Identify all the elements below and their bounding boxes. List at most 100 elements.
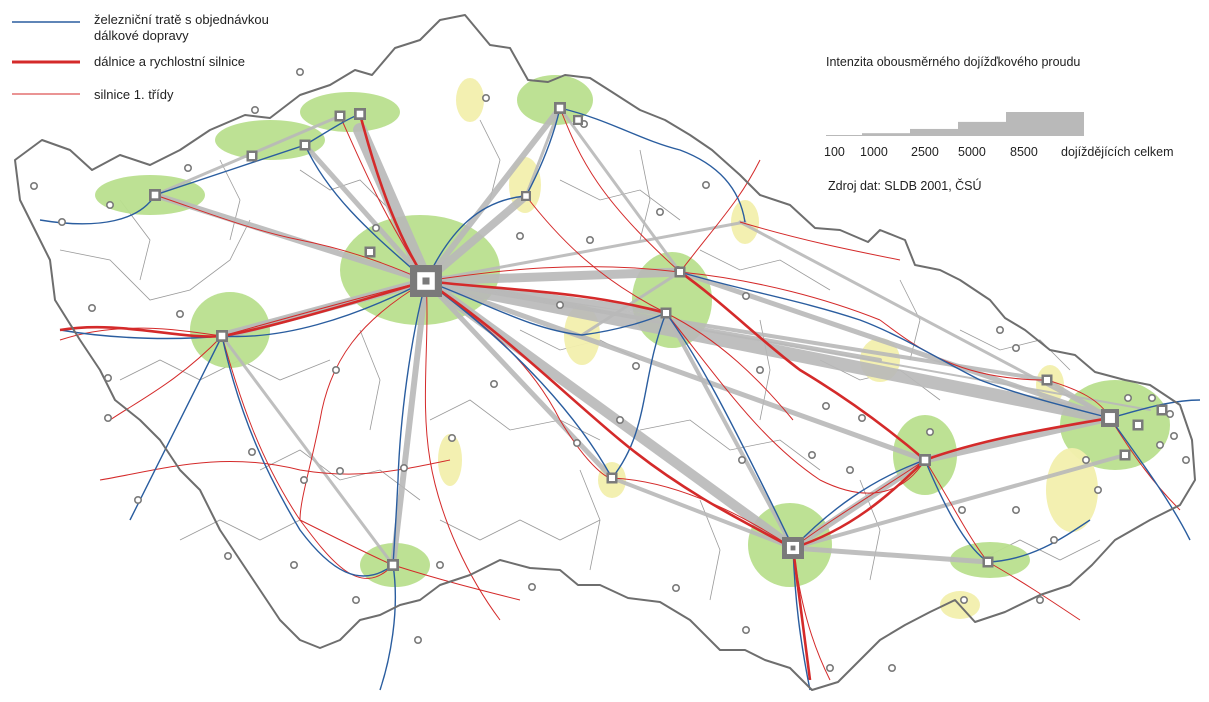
rail-line-15: [304, 144, 427, 282]
town-marker-60: [1148, 393, 1157, 402]
state-border: [14, 14, 1196, 691]
town-marker-44: [741, 291, 750, 300]
motorway-6: [679, 270, 926, 461]
town-marker-36: [134, 495, 143, 504]
flow-10: [302, 142, 429, 284]
flow-legend-bar-100: [826, 135, 862, 136]
town-marker-50: [957, 505, 966, 514]
rail-line-9: [792, 547, 811, 691]
road-20: [299, 280, 427, 521]
flow-15: [921, 414, 1114, 464]
rail-line-11: [611, 312, 667, 479]
town-marker-52: [1094, 485, 1103, 494]
town-marker-61: [1082, 455, 1091, 464]
flow-17: [664, 311, 795, 550]
rail-line-13: [1109, 417, 1191, 541]
flow-0: [419, 274, 1117, 425]
district-line-12: [959, 329, 1071, 371]
town-marker-32: [299, 475, 308, 484]
core-region-9: [215, 120, 325, 160]
rail-line-5: [221, 335, 397, 691]
flow-25: [424, 279, 1049, 382]
rail-line-17: [987, 519, 1091, 563]
town-marker-17: [807, 450, 816, 459]
town-marker-42: [572, 438, 581, 447]
town-marker-40: [176, 309, 185, 318]
district-line-20: [579, 469, 601, 571]
town-marker-58: [399, 463, 408, 472]
road-8: [879, 319, 1111, 419]
centre-marker-core-17: [1043, 376, 1051, 384]
town-marker-54: [351, 595, 360, 604]
town-marker-9: [555, 300, 564, 309]
district-line-2: [259, 449, 421, 501]
town-marker-39: [88, 303, 97, 312]
centre-marker-core-19: [1158, 406, 1166, 414]
town-marker-13: [615, 415, 624, 424]
town-marker-16: [821, 401, 830, 410]
rail-line-6: [665, 312, 794, 549]
town-marker-20: [925, 427, 934, 436]
district-line-15: [479, 119, 501, 201]
legend-rail-label-1: železniční tratě s objednávkou: [94, 12, 269, 27]
town-marker-2: [106, 201, 115, 210]
flow-30: [425, 280, 1151, 411]
town-marker-28: [741, 625, 750, 634]
flow-legend: Intenzita obousměrného dojížďkového prou…: [824, 55, 1174, 193]
town-marker-6: [371, 224, 380, 233]
flow-legend-bar-5000: [958, 121, 1006, 136]
rail-line-16: [129, 335, 223, 521]
flow-29: [791, 453, 1127, 550]
road-19: [109, 335, 223, 421]
district-line-0: [59, 219, 251, 301]
district-line-16: [639, 149, 651, 241]
town-marker-14: [701, 181, 710, 190]
town-marker-25: [959, 595, 968, 604]
town-marker-29: [671, 583, 680, 592]
district-line-1: [119, 359, 331, 381]
centre-marker-core-10: [336, 112, 344, 120]
flow-tick-2500: 2500: [911, 145, 939, 159]
flow-14: [790, 545, 991, 565]
town-marker-1: [29, 182, 38, 191]
motorway-0: [425, 279, 794, 550]
flow-tick-5000: 5000: [958, 145, 986, 159]
town-marker-55: [481, 94, 490, 103]
road-2: [424, 280, 501, 621]
road-16: [739, 221, 901, 261]
rail-line-4: [392, 280, 427, 566]
town-marker-15: [755, 365, 764, 374]
centre-marker-core-16: [984, 558, 992, 566]
rail-line-3: [425, 107, 561, 282]
flow-legend-bar-1000: [862, 133, 910, 136]
town-marker-22: [1011, 505, 1020, 514]
town-marker-10: [515, 232, 524, 241]
road-17: [1109, 417, 1181, 511]
town-marker-7: [331, 365, 340, 374]
district-line-10: [179, 519, 301, 541]
flow-unit-label: dojíždějících celkem: [1061, 145, 1174, 159]
town-marker-24: [1036, 595, 1045, 604]
flow-legend-bars: [826, 112, 1084, 136]
legend-road-label: silnice 1. třídy: [94, 87, 174, 102]
town-marker-27: [825, 663, 834, 672]
flow-legend-bar-2500: [910, 128, 958, 136]
town-marker-11: [585, 236, 594, 245]
town-marker-31: [435, 560, 444, 569]
rail-line-0: [39, 113, 361, 225]
town-marker-51: [1011, 343, 1020, 352]
centre-marker-core-11: [301, 141, 309, 149]
flow-28: [424, 220, 747, 283]
district-line-3: [429, 399, 601, 441]
flow-12: [423, 278, 928, 463]
town-marker-57: [248, 447, 257, 456]
town-marker-21: [995, 325, 1004, 334]
rail-line-2: [425, 280, 667, 336]
flow-9: [423, 105, 563, 284]
centre-marker-core-8: [556, 104, 564, 112]
district-line-14: [219, 159, 241, 241]
flow-legend-title: Intenzita obousměrného dojížďkového prou…: [826, 55, 1080, 69]
flow-legend-bar-8500: [1006, 112, 1084, 136]
